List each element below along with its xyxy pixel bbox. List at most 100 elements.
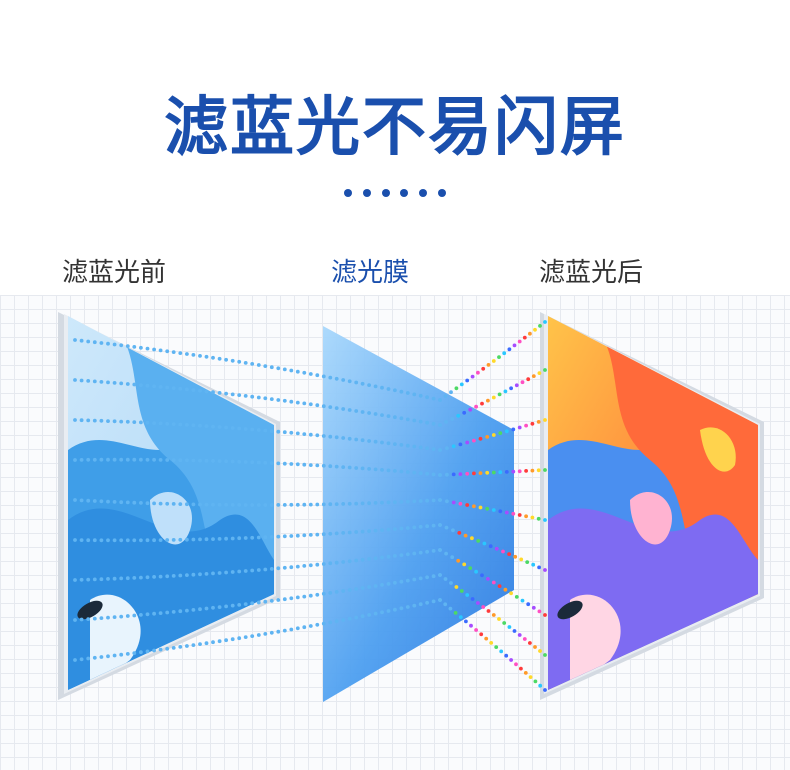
ray-dot <box>158 421 163 426</box>
ray-dot <box>132 382 137 387</box>
ray-dot <box>315 502 320 507</box>
ray-dot <box>418 499 423 503</box>
ray-dot <box>399 500 404 504</box>
ray-dot <box>230 358 235 363</box>
ray-dot <box>530 515 535 520</box>
ray-dot <box>380 440 384 445</box>
ray-dot <box>282 565 287 570</box>
ray-dot <box>92 538 97 543</box>
ray-dot <box>399 606 404 611</box>
ray-dot <box>152 347 157 352</box>
ray-dot <box>533 645 537 649</box>
ray-dot <box>125 382 130 386</box>
ray-dot <box>308 432 313 437</box>
title-dot <box>419 189 428 197</box>
ray-dot <box>211 605 215 610</box>
ray-dot <box>237 393 242 397</box>
ray-dot <box>328 531 333 536</box>
ray-dot <box>405 605 410 609</box>
ray-dot <box>256 633 261 637</box>
ray-dot <box>470 536 474 541</box>
ray-dot <box>256 428 261 432</box>
ray-dot <box>73 418 77 422</box>
ray-dot <box>224 570 229 575</box>
ray-dot <box>524 469 528 473</box>
ray-dot <box>386 554 391 559</box>
ray-dot <box>418 471 423 476</box>
ray-dot <box>178 458 183 463</box>
ray-dot <box>504 429 509 434</box>
ray-dot <box>86 379 91 383</box>
ray-dot <box>230 459 235 464</box>
ray-dot <box>295 626 300 631</box>
ray-dot <box>73 498 77 502</box>
label-after-filter: 滤蓝光后 <box>539 258 644 288</box>
ray-dot <box>302 625 307 630</box>
ray-dot <box>295 533 300 538</box>
ray-dot <box>86 577 91 582</box>
ray-dot <box>425 549 429 554</box>
ray-dot <box>99 380 104 384</box>
ray-dot <box>269 397 274 401</box>
ray-dot <box>354 380 359 385</box>
ray-dot <box>412 551 417 556</box>
ray-dot <box>185 573 189 577</box>
ray-dot <box>360 410 365 414</box>
ray-dot <box>491 395 496 400</box>
ray-dot <box>481 605 486 609</box>
ray-dot <box>341 618 346 622</box>
ray-dot <box>334 376 339 381</box>
ray-dot <box>531 562 536 567</box>
ray-dot <box>431 472 436 477</box>
ray-dot <box>132 613 137 618</box>
ray-dot <box>328 561 333 566</box>
ray-dot <box>425 524 429 529</box>
ray-dot <box>418 524 423 529</box>
ray-dot <box>334 502 339 506</box>
ray-dot <box>517 513 522 517</box>
ray-dot <box>263 364 268 368</box>
ray-dot <box>380 583 384 587</box>
title-dot <box>344 189 352 197</box>
ray-dot <box>443 602 448 607</box>
ray-dot <box>476 539 481 543</box>
ray-dot <box>106 654 110 659</box>
ray-dot <box>476 601 480 605</box>
ray-dot <box>178 573 183 578</box>
ray-dot <box>334 560 339 565</box>
ray-dot <box>237 636 242 641</box>
ray-dot <box>328 591 333 595</box>
ray-dot <box>119 419 124 424</box>
ray-dot <box>481 366 486 371</box>
ray-dot <box>537 609 542 614</box>
ray-dot <box>250 362 255 366</box>
ray-dot <box>373 467 378 472</box>
ray-dot <box>86 457 91 462</box>
ray-dot <box>341 436 346 440</box>
ray-dot <box>185 537 189 542</box>
ray-dot <box>204 354 209 359</box>
ray-dot <box>360 557 365 562</box>
ray-dot <box>79 498 84 503</box>
ray-dot <box>531 374 536 378</box>
ray-dot <box>289 565 294 570</box>
ray-dot <box>472 504 476 509</box>
ray-dot <box>112 500 117 504</box>
title-dot <box>437 189 446 197</box>
ray-dot <box>485 506 490 511</box>
ray-dot <box>341 407 346 411</box>
ray-dot <box>171 502 176 506</box>
ray-dot <box>125 652 130 656</box>
ray-dot <box>468 407 473 412</box>
ray-dot <box>289 462 294 466</box>
ray-dot <box>204 606 209 611</box>
ray-dot <box>204 424 209 428</box>
ray-dot <box>509 658 513 662</box>
ray-dot <box>295 595 300 600</box>
ray-dot <box>276 429 281 434</box>
ray-dot <box>538 649 542 653</box>
ray-dot <box>507 552 511 556</box>
ray-dot <box>185 502 189 507</box>
ray-dot <box>282 628 287 633</box>
ray-dot <box>533 327 537 332</box>
